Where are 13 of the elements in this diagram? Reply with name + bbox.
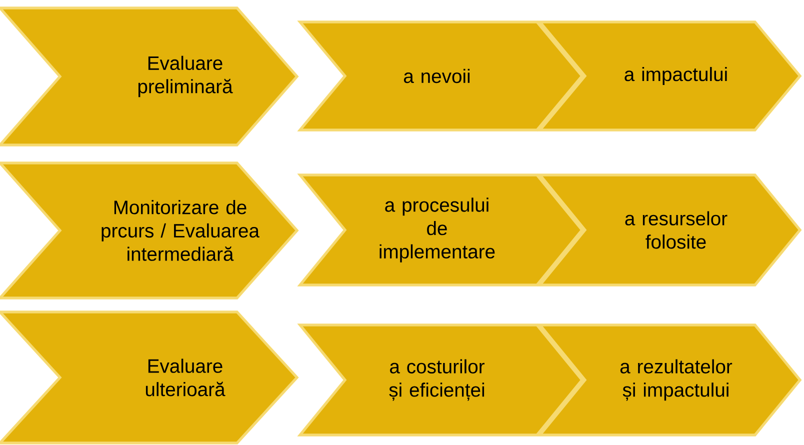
node-label: a impactului <box>624 66 727 86</box>
process-step: a costurilor și eficienței <box>297 324 584 436</box>
node-label: a rezultatelor și impactului <box>620 359 732 401</box>
process-step: a nevoii <box>297 20 584 132</box>
process-step: a rezultatelor și impactului <box>537 324 802 436</box>
node-label: a costurilor și eficienței <box>389 359 484 401</box>
process-step: Monitorizare de prcurs / Evaluarea intermediară <box>0 162 299 300</box>
process-step: a procesului de implementare <box>297 174 584 286</box>
process-step: Evaluare ulterioară <box>0 310 299 444</box>
node-label: a resurselor folosite <box>625 211 728 249</box>
process-step: a impactului <box>537 20 802 132</box>
process-step: Evaluare preliminară <box>0 6 299 146</box>
process-step: a resurselor folosite <box>537 174 802 286</box>
